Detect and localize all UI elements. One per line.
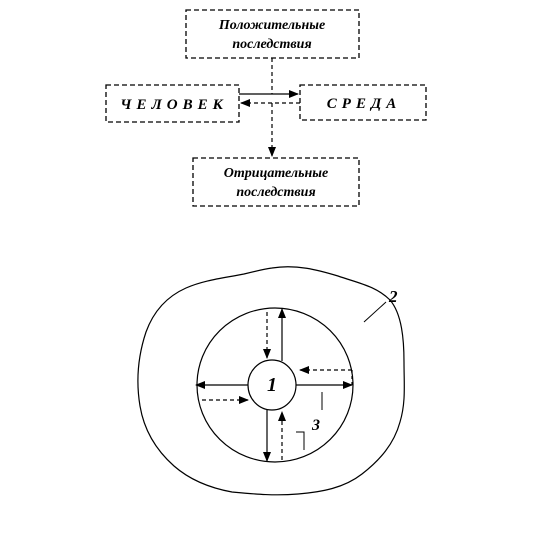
human-box: ЧЕЛОВЕК	[105, 84, 240, 123]
leader-line-2	[363, 301, 387, 323]
negative-line1: Отрицательные	[224, 166, 328, 181]
environment-label: СРЕДА	[327, 96, 401, 112]
label-2: 2	[388, 287, 398, 306]
positive-consequences-box: Положительные последствия	[185, 9, 360, 59]
negative-line2: последствия	[236, 185, 315, 200]
negative-consequences-box: Отрицательные последствия	[192, 157, 360, 207]
positive-line1: Положительные	[218, 18, 325, 33]
environment-box: СРЕДА	[299, 84, 427, 121]
human-label: ЧЕЛОВЕК	[120, 97, 228, 113]
positive-line2: последствия	[232, 37, 311, 52]
label-3: 3	[311, 417, 320, 434]
outer-environment-boundary	[137, 266, 405, 496]
leader-line-3-hook	[296, 431, 305, 450]
label-1: 1	[267, 374, 277, 396]
